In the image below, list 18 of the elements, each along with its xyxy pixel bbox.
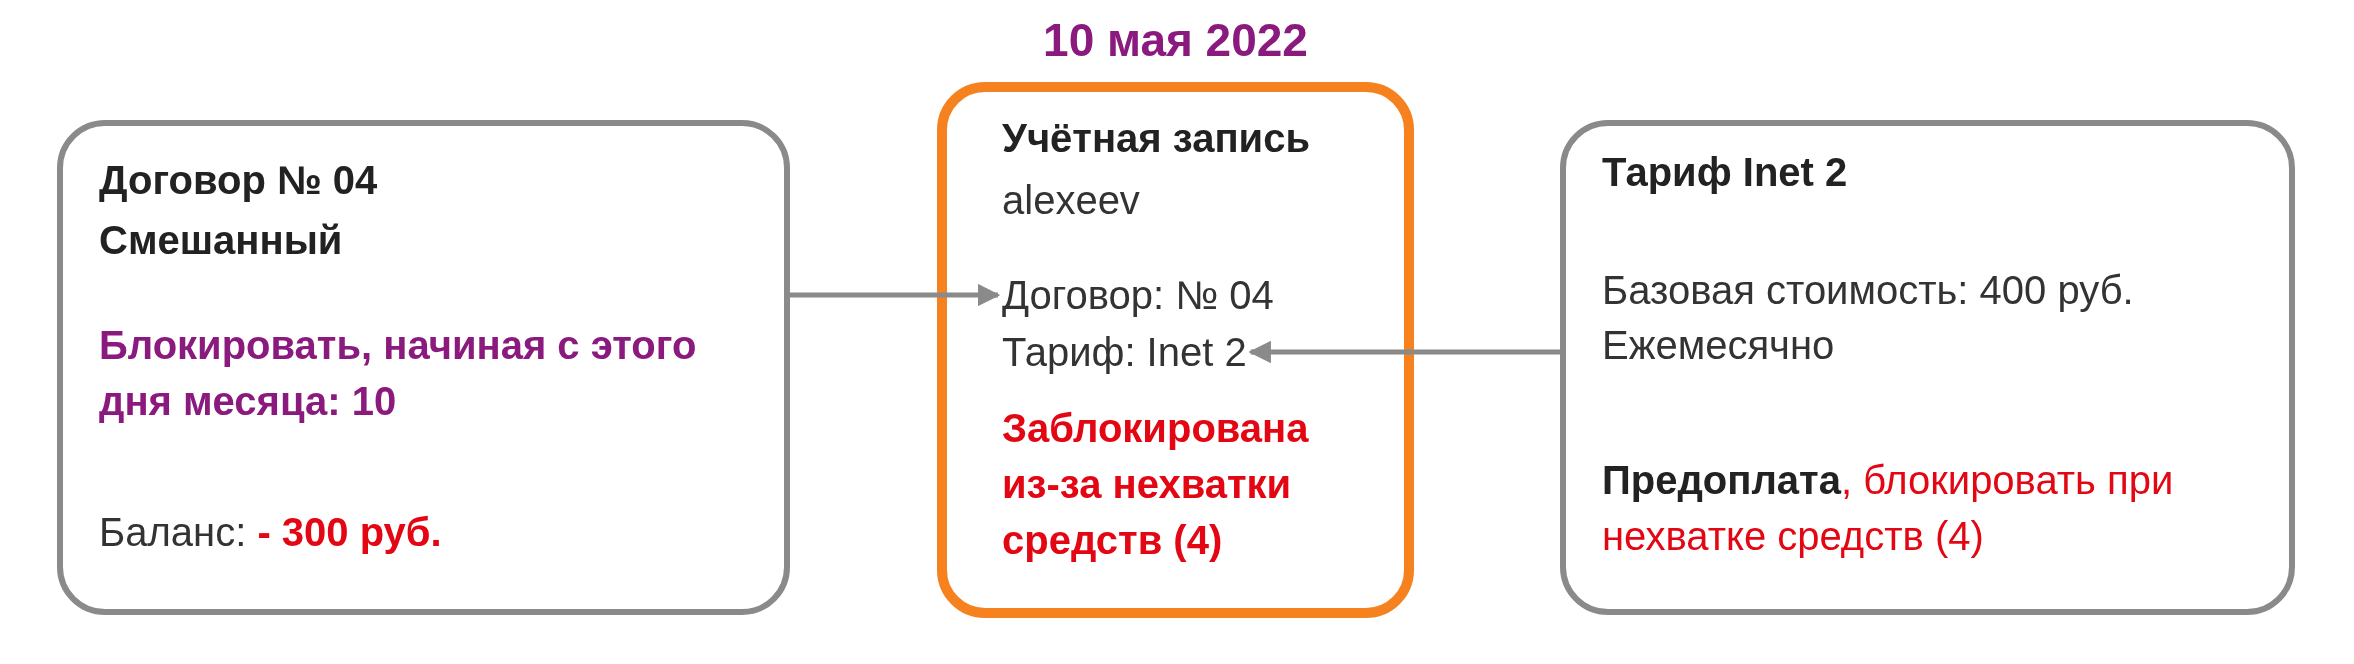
contract-title: Договор № 04 [99, 157, 378, 204]
tariff-line-text: Тариф: Inet 2 [1002, 329, 1247, 376]
prepayment-rule-text: Предоплата, блокировать при нехватке средств (4) [1602, 457, 2175, 560]
arrow [790, 283, 1001, 307]
contract-line-text: Договор: № 04 [1002, 272, 1274, 319]
arrow [1248, 340, 1560, 364]
date-label: 10 мая 2022 [1042, 13, 1309, 68]
balance-text: Баланс: - 300 руб. [99, 509, 442, 556]
contract-card [57, 120, 790, 615]
account-title: Учётная запись [1002, 115, 1310, 162]
billing-period-text: Ежемесячно [1602, 322, 1835, 369]
contract-type: Смешанный [99, 217, 343, 264]
block-rule-text: Блокировать, начиная с этого дня месяца: 10 [99, 322, 698, 425]
tariff-card [1560, 120, 2295, 615]
tariff-title: Тариф Inet 2 [1602, 149, 1848, 196]
base-price-text: Базовая стоимость: 400 руб. [1602, 267, 2134, 314]
blocked-status: Заблокирована из-за нехватки средств (4) [1002, 405, 1310, 564]
account-login: alexeev [1002, 177, 1140, 224]
